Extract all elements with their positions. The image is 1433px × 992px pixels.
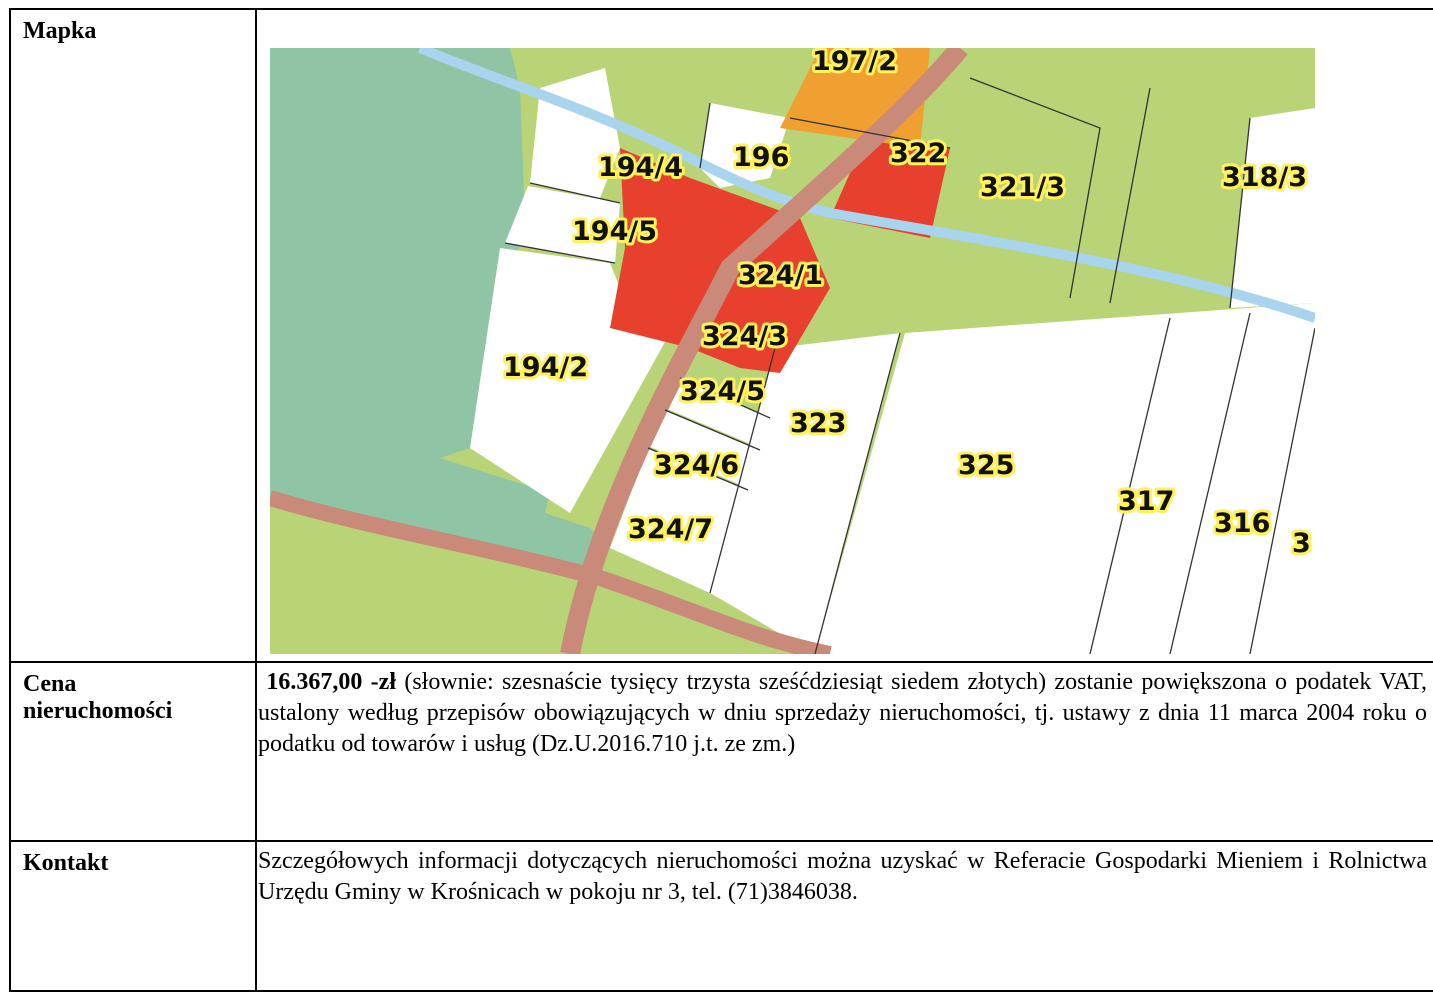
plot-boundaries	[504, 77, 1316, 655]
cadastral-map: 197/2 194/4 196 322 321/3 318/3 194/5 32…	[267, 41, 1317, 662]
plot-label-317: 317	[1118, 486, 1174, 517]
plot-label-196: 196	[733, 142, 789, 173]
price-label-line1: Cena	[23, 671, 77, 697]
plot-label-194-5: 194/5	[572, 216, 657, 247]
map-row: Mapka	[9, 8, 1433, 663]
plot-label-324-3: 324/3	[702, 321, 787, 352]
price-label-line2: nieruchomości	[23, 698, 173, 724]
side-road	[267, 490, 832, 662]
stream	[418, 43, 1317, 323]
price-text: 16.367,00 -zł (słownie: szesnaście tysię…	[257, 663, 1433, 760]
contact-row-label: Kontakt	[9, 840, 257, 992]
plot-label-324-7: 324/7	[628, 514, 713, 545]
contact-row: Kontakt Szczegółowych informacji dotyczą…	[9, 840, 1433, 992]
plot-label-324-1: 324/1	[738, 260, 823, 291]
plot-324-6-area	[648, 410, 760, 488]
map-row-label: Mapka	[9, 8, 257, 663]
price-amount: 16.367,00 -zł	[266, 669, 396, 695]
contact-cell: Szczegółowych informacji dotyczących nie…	[255, 840, 1433, 992]
plot-label-324-5: 324/5	[680, 376, 765, 407]
property-info-table: Mapka	[9, 8, 1433, 992]
plot-label-194-4: 194/4	[598, 152, 683, 183]
residential-area-west	[610, 148, 830, 373]
plot-label-321-3: 321/3	[980, 172, 1065, 203]
plot-label-324-6: 324/6	[654, 450, 739, 481]
map-cell: 197/2 194/4 196 322 321/3 318/3 194/5 32…	[255, 8, 1433, 663]
plot-label-316: 316	[1214, 508, 1270, 539]
plot-label-3: 3	[1292, 528, 1311, 559]
plot-318-3-area	[1230, 108, 1315, 308]
plot-324-5-area	[665, 378, 770, 448]
contact-text: Szczegółowych informacji dotyczących nie…	[258, 848, 1427, 905]
plot-label-318-3: 318/3	[1222, 162, 1307, 193]
cadastral-map-image: 197/2 194/4 196 322 321/3 318/3 194/5 32…	[267, 41, 1317, 662]
plot-label-197-2: 197/2	[812, 48, 897, 77]
plot-label-323: 323	[790, 408, 846, 439]
plot-label-322: 322	[890, 138, 946, 169]
plot-labels: 197/2 194/4 196 322 321/3 318/3 194/5 32…	[500, 43, 1314, 562]
plot-label-194-2: 194/2	[503, 352, 588, 383]
main-road	[560, 41, 968, 656]
price-cell: 16.367,00 -zł (słownie: szesnaście tysię…	[255, 661, 1433, 842]
plot-196-area	[700, 103, 790, 188]
plot-194-5-area	[505, 186, 620, 263]
meadow-area	[270, 48, 610, 578]
price-description: (słownie: szesnaście tysięcy trzysta sze…	[258, 669, 1428, 757]
plot-323-area	[710, 333, 900, 654]
plot-324-7-area	[610, 448, 748, 593]
plot-label-325: 325	[958, 450, 1014, 481]
